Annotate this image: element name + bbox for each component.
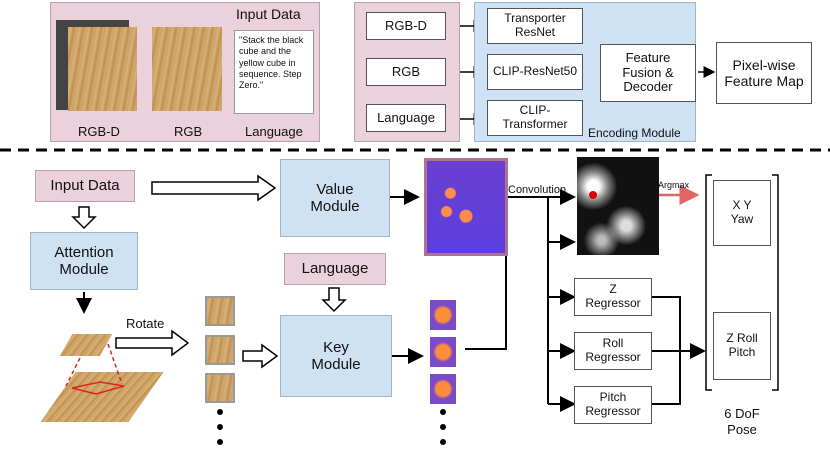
- pose-caption-text: 6 DoF Pose: [724, 406, 760, 438]
- hollow-arrow-to-value: [151, 174, 277, 202]
- key-map-1: [430, 300, 456, 330]
- hollow-arrow-language-to-key: [321, 287, 347, 313]
- rotated-crop-1: [205, 296, 235, 326]
- convolution-label: Convolution: [508, 184, 567, 196]
- input-data-box: Input Data: [35, 170, 135, 202]
- hollow-arrow-to-key: [242, 343, 279, 369]
- value-feature-map: [424, 158, 508, 256]
- rotate-label: Rotate: [126, 316, 165, 331]
- argmax-point: [589, 191, 597, 199]
- key-map-3: [430, 374, 456, 404]
- pitch-regressor: Pitch Regressor: [574, 386, 652, 424]
- rgbd-wood-image: [68, 27, 137, 111]
- rgbd-caption: RGB-D: [78, 124, 120, 139]
- key-map-2: [430, 337, 456, 367]
- pose-xyz-yaw-text: X Y Yaw: [730, 198, 754, 226]
- rgb-caption: RGB: [174, 124, 203, 139]
- z-regressor: Z Regressor: [574, 278, 652, 316]
- rgb-image: [152, 27, 222, 111]
- attention-module: Attention Module: [30, 232, 138, 290]
- input-rgb: RGB: [366, 58, 446, 86]
- pose-z-roll-pitch-text: Z Roll Pitch: [726, 331, 758, 359]
- hollow-arrow-to-attention: [71, 206, 97, 230]
- input-data-title: Input Data: [236, 6, 301, 22]
- pixel-wise-feature-map: Pixel-wise Feature Map: [716, 42, 812, 104]
- pose-z-roll-pitch: Z Roll Pitch: [713, 312, 771, 380]
- key-module: Key Module: [280, 315, 392, 397]
- hollow-arrow-rotate: [115, 329, 190, 357]
- feature-fusion-decoder: Feature Fusion & Decoder: [600, 44, 696, 102]
- convolution-heatmap: [577, 157, 659, 255]
- pose-xyz-yaw: X Y Yaw: [713, 180, 771, 246]
- roll-regressor: Roll Regressor: [574, 332, 652, 370]
- rotated-crop-3: [205, 373, 235, 403]
- rotated-crop-2: [205, 335, 235, 365]
- encoder-clip-transformer: CLIP-Transformer: [487, 100, 583, 136]
- language-caption: Language: [245, 124, 303, 139]
- encoding-module-label: Encoding Module: [588, 126, 681, 140]
- input-rgbd: RGB-D: [366, 12, 446, 40]
- value-module: Value Module: [280, 159, 390, 237]
- encoder-clip-resnet50: CLIP-ResNet50: [487, 54, 583, 90]
- argmax-label: Argmax: [658, 180, 690, 190]
- instruction-text: "Stack the black cube and the yellow cub…: [239, 35, 304, 90]
- encoder-transporter-resnet: Transporter ResNet: [487, 8, 583, 44]
- pose-caption: 6 DoF Pose: [712, 406, 772, 439]
- input-language: Language: [366, 104, 446, 132]
- language-box: Language: [284, 253, 386, 285]
- instruction-box: "Stack the black cube and the yellow cub…: [234, 30, 314, 114]
